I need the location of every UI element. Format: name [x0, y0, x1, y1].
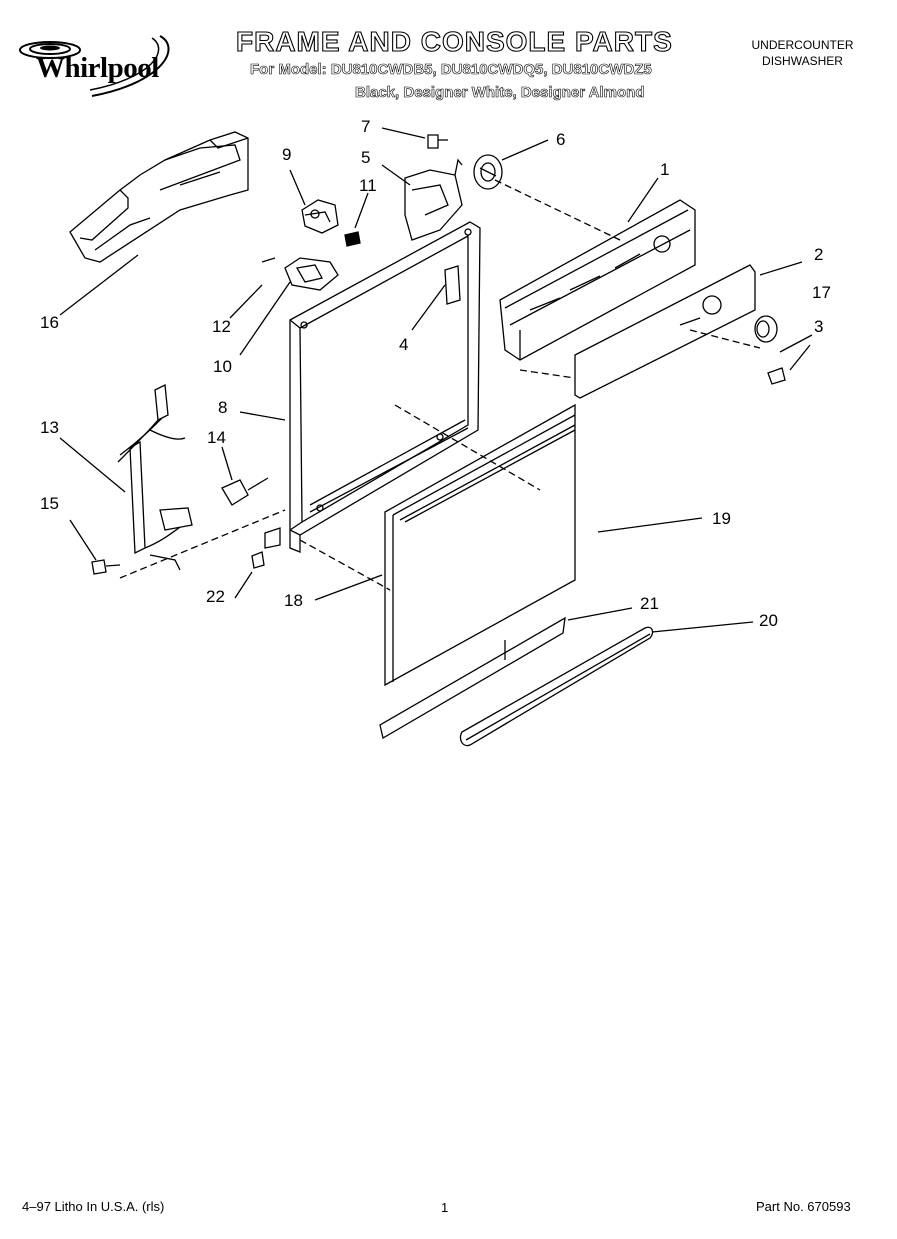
color-list: Black, Designer White, Designer Almond	[355, 84, 645, 102]
part-2-panel	[574, 264, 756, 399]
part-11-connector	[344, 231, 361, 247]
callout-leaders	[59, 127, 813, 633]
part-15-screw	[91, 559, 121, 575]
part-9-switch	[301, 199, 339, 234]
callout-7: 7	[361, 117, 370, 136]
part-19-door-skin	[404, 429, 576, 523]
part-13-wire-harness	[117, 383, 193, 571]
callout-9: 9	[282, 145, 291, 164]
print-info: 4–97 Litho In U.S.A. (rls)	[22, 1199, 165, 1214]
callout-16: 16	[40, 313, 59, 332]
callout-4: 4	[399, 335, 408, 354]
callout-12: 12	[212, 317, 231, 336]
part-16-vent	[69, 131, 249, 263]
callout-11: 11	[359, 176, 377, 195]
callout-14: 14	[207, 428, 226, 447]
category-line-1: UNDERCOUNTER	[751, 38, 854, 52]
callout-10: 10	[213, 357, 232, 376]
part-17-knob	[754, 315, 778, 343]
callout-19: 19	[712, 509, 731, 528]
callout-22: 22	[206, 587, 225, 606]
part-22-clip	[251, 551, 265, 569]
part-number: Part No. 670593	[756, 1199, 851, 1214]
category-line-2: DISHWASHER	[762, 54, 843, 68]
page-title: FRAME AND CONSOLE PARTS	[235, 25, 673, 57]
part-21-bottom-trim	[379, 616, 566, 740]
callout-21: 21	[640, 594, 659, 613]
part-5-control-bracket	[404, 158, 463, 241]
page-number: 1	[441, 1200, 449, 1215]
part-6-knob	[473, 154, 503, 190]
callout-8: 8	[218, 398, 227, 417]
model-list: For Model: DU810CWDB5, DU810CWDQ5, DU810…	[250, 61, 652, 79]
callout-18: 18	[284, 591, 303, 610]
part-20-trim-strip	[459, 626, 654, 747]
part-4-latch	[444, 265, 461, 305]
callout-1: 1	[660, 160, 669, 179]
callout-15: 15	[40, 494, 59, 513]
part-7-screw	[427, 134, 448, 149]
part-3-clip	[767, 367, 786, 385]
part-1-console	[499, 199, 696, 361]
part-12-pin	[261, 257, 276, 263]
part-frame-corner-clip	[264, 527, 281, 549]
part-10-bracket	[284, 257, 339, 291]
callout-3: 3	[814, 317, 823, 336]
part-18-door-panel	[384, 403, 576, 687]
callout-2: 2	[814, 245, 823, 264]
callout-17: 17	[812, 283, 831, 302]
part-14-sensor	[221, 477, 269, 506]
alignment-lines	[119, 179, 761, 591]
callout-5: 5	[361, 148, 370, 167]
callout-13: 13	[40, 418, 59, 437]
callout-6: 6	[556, 130, 565, 149]
part-8-door-frame	[289, 221, 481, 553]
brand-wordmark: Whirlpool	[36, 52, 159, 84]
whirlpool-logo	[19, 35, 170, 97]
callout-20: 20	[759, 611, 778, 630]
